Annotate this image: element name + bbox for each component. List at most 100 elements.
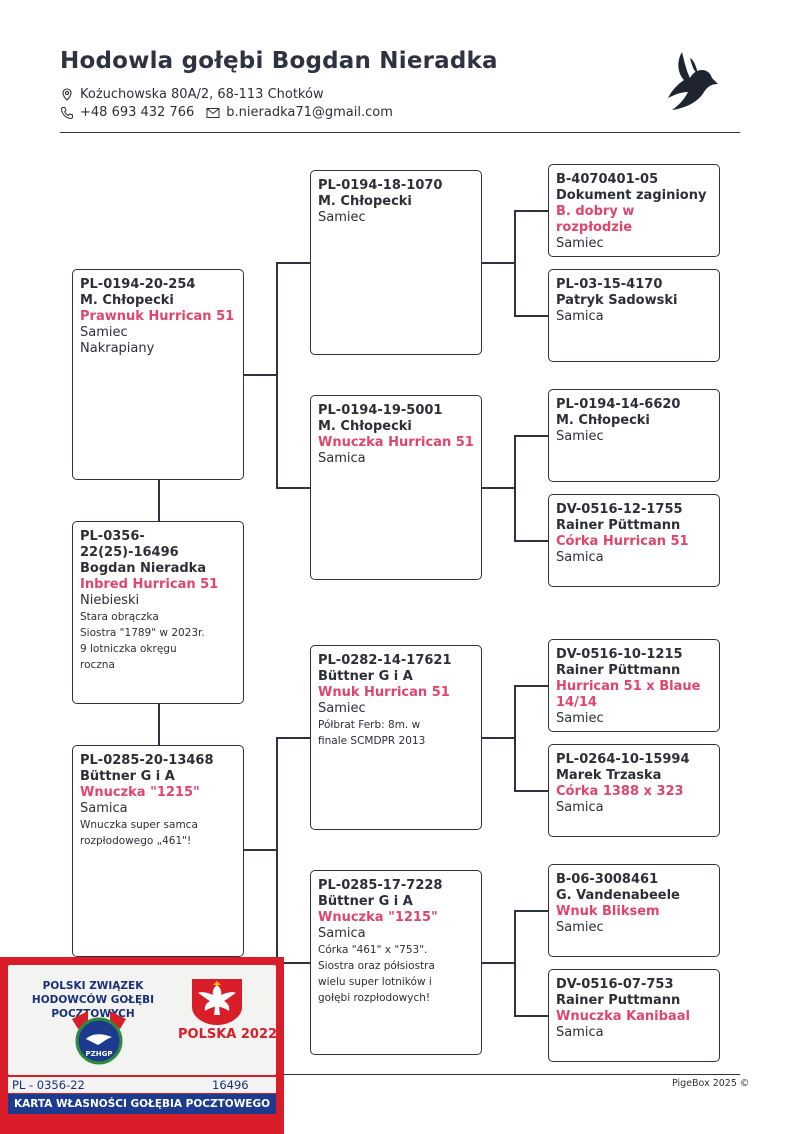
note-line: 9 lotniczka okręgu — [80, 643, 177, 655]
connector-line — [244, 849, 277, 851]
connector-line — [482, 487, 515, 489]
connector-line — [482, 962, 515, 964]
pigeon-card-sss[interactable]: B-4070401-05 Dokument zaginiony B. dobry… — [548, 164, 720, 257]
connector-line — [514, 540, 548, 542]
sex-label: Samica — [318, 926, 366, 941]
owner-name: M. Chłopecki — [318, 419, 412, 434]
sex-label: Samiec — [556, 429, 604, 444]
connector-line — [514, 435, 516, 541]
note-line: Siostra "1789" w 2023r. — [80, 627, 205, 639]
sex-label: Samica — [318, 451, 366, 466]
connector-line — [514, 210, 548, 212]
sex-label: Samiec — [556, 711, 604, 726]
sex-label: Samica — [556, 309, 604, 324]
note-line: Siostra oraz półsiostra — [318, 960, 435, 972]
owner-name: Bogdan Nieradka — [80, 561, 207, 576]
sex-label: Samica — [556, 800, 604, 815]
pigeon-name: Wnuczka Kanibaal — [556, 1009, 690, 1024]
phone-icon — [60, 106, 73, 119]
owner-name: Marek Trzaska — [556, 768, 662, 783]
ring-number: DV-0516-12-1755 — [556, 502, 683, 517]
pigeon-card-sds[interactable]: PL-0194-14-6620 M. Chłopecki Samiec — [548, 389, 720, 482]
pigeon-name: Wnuk Bliksem — [556, 904, 660, 919]
note-line: Stara obrączka — [80, 611, 159, 623]
card-ring-prefix: PL - 0356-22 — [12, 1078, 85, 1092]
card-year: POLSKA 2022 — [178, 1027, 278, 1042]
owner-name: Büttner G i A — [318, 894, 413, 909]
connector-line — [514, 435, 548, 437]
owner-name: Büttner G i A — [80, 769, 175, 784]
pigeon-name: Wnuk Hurrican 51 — [318, 685, 450, 700]
connector-line — [158, 704, 160, 746]
connector-line — [276, 737, 311, 739]
connector-line — [276, 962, 311, 964]
footer-divider — [60, 1074, 740, 1075]
connector-line — [276, 262, 278, 488]
connector-line — [514, 210, 516, 316]
pigeon-card-dss[interactable]: DV-0516-10-1215 Rainer Püttmann Hurrican… — [548, 639, 720, 732]
pigeon-card-ds[interactable]: PL-0282-14-17621 Büttner G i A Wnuk Hurr… — [310, 645, 482, 830]
connector-line — [514, 790, 548, 792]
pigeon-card-ss[interactable]: PL-0194-18-1070 M. Chłopecki Samiec — [310, 170, 482, 355]
pigeon-name: Córka Hurrican 51 — [556, 534, 689, 549]
color-label: Nakrapiany — [80, 341, 155, 356]
pigeon-card-sdd[interactable]: DV-0516-12-1755 Rainer Püttmann Córka Hu… — [548, 494, 720, 587]
phone-text: +48 693 432 766 — [80, 105, 195, 120]
connector-line — [482, 262, 515, 264]
pigeon-name: Prawnuk Hurrican 51 — [80, 309, 235, 324]
owner-name: M. Chłopecki — [556, 413, 650, 428]
owner-name: Büttner G i A — [318, 669, 413, 684]
pigeon-name: B. dobry w rozpłodzie — [556, 204, 635, 235]
pigeon-card-sire[interactable]: PL-0194-20-254 M. Chłopecki Prawnuk Hurr… — [72, 269, 244, 480]
note-line: Córka "461" x "753". — [318, 944, 428, 956]
note-line: Półbrat Ferb: 8m. w — [318, 719, 421, 731]
pigeon-card-dd[interactable]: PL-0285-17-7228 Büttner G i A Wnuczka "1… — [310, 870, 482, 1055]
pigeon-name: Córka 1388 x 323 — [556, 784, 684, 799]
pigeon-name: Wnuczka Hurrican 51 — [318, 435, 474, 450]
owner-name: Patryk Sadowski — [556, 293, 678, 308]
pigeon-card-dam[interactable]: PL-0285-20-13468 Büttner G i A Wnuczka "… — [72, 745, 244, 957]
owner-name: M. Chłopecki — [318, 194, 412, 209]
sex-label: Samiec — [556, 236, 604, 251]
connector-line — [276, 262, 311, 264]
pigeon-card-ssd[interactable]: PL-03-15-4170 Patryk Sadowski Samica — [548, 269, 720, 362]
ring-number: PL-0264-10-15994 — [556, 752, 690, 767]
ring-number: DV-0516-10-1215 — [556, 647, 683, 662]
card-caption: KARTA WŁASNOŚCI GOŁĘBIA POCZTOWEGO — [8, 1094, 276, 1114]
note-line: rozpłodowego „461"! — [80, 835, 192, 847]
note-line: gołębi rozpłodowych! — [318, 992, 431, 1004]
pigeon-card-dsd[interactable]: PL-0264-10-15994 Marek Trzaska Córka 138… — [548, 744, 720, 837]
connector-line — [482, 737, 515, 739]
pigeon-card-ddd[interactable]: DV-0516-07-753 Rainer Puttmann Wnuczka K… — [548, 969, 720, 1062]
connector-line — [514, 315, 548, 317]
pigeon-name: Inbred Hurrican 51 — [80, 577, 219, 592]
pigeon-name: Hurrican 51 x Blaue 14/14 — [556, 679, 701, 710]
owner-name: Rainer Püttmann — [556, 518, 681, 533]
ring-number: DV-0516-07-753 — [556, 977, 674, 992]
pigeon-card-subject[interactable]: PL-0356-22(25)-16496 Bogdan Nieradka Inb… — [72, 521, 244, 704]
address-line: Kożuchowska 80A/2, 68-113 Chotków — [60, 87, 324, 102]
pigeon-card-sd[interactable]: PL-0194-19-5001 M. Chłopecki Wnuczka Hur… — [310, 395, 482, 580]
owner-name: Rainer Puttmann — [556, 993, 681, 1008]
connector-line — [276, 737, 278, 963]
sex-label: Samiec — [318, 210, 366, 225]
card-number-row — [8, 1077, 276, 1093]
ring-number: B-06-3008461 — [556, 872, 659, 887]
note-line: roczna — [80, 659, 115, 671]
owner-name: Rainer Püttmann — [556, 663, 681, 678]
sex-label: Samica — [556, 1025, 604, 1040]
polish-eagle-icon — [192, 979, 242, 1025]
email-text: b.nieradka71@gmail.com — [226, 105, 393, 120]
connector-line — [514, 1015, 548, 1017]
pigeon-card-dds[interactable]: B-06-3008461 G. Vandenabeele Wnuk Blikse… — [548, 864, 720, 957]
pzhgp-logo-icon: PZHGP — [72, 1011, 126, 1065]
sex-label: Samiec — [318, 701, 366, 716]
connector-line — [158, 480, 160, 522]
color-label: Niebieski — [80, 593, 140, 608]
connector-line — [514, 685, 548, 687]
connector-line — [514, 685, 516, 791]
connector-line — [514, 910, 548, 912]
ring-number: PL-0356-22(25)-16496 — [80, 529, 179, 560]
ring-number: B-4070401-05 — [556, 172, 659, 187]
owner-name: G. Vandenabeele — [556, 888, 680, 903]
